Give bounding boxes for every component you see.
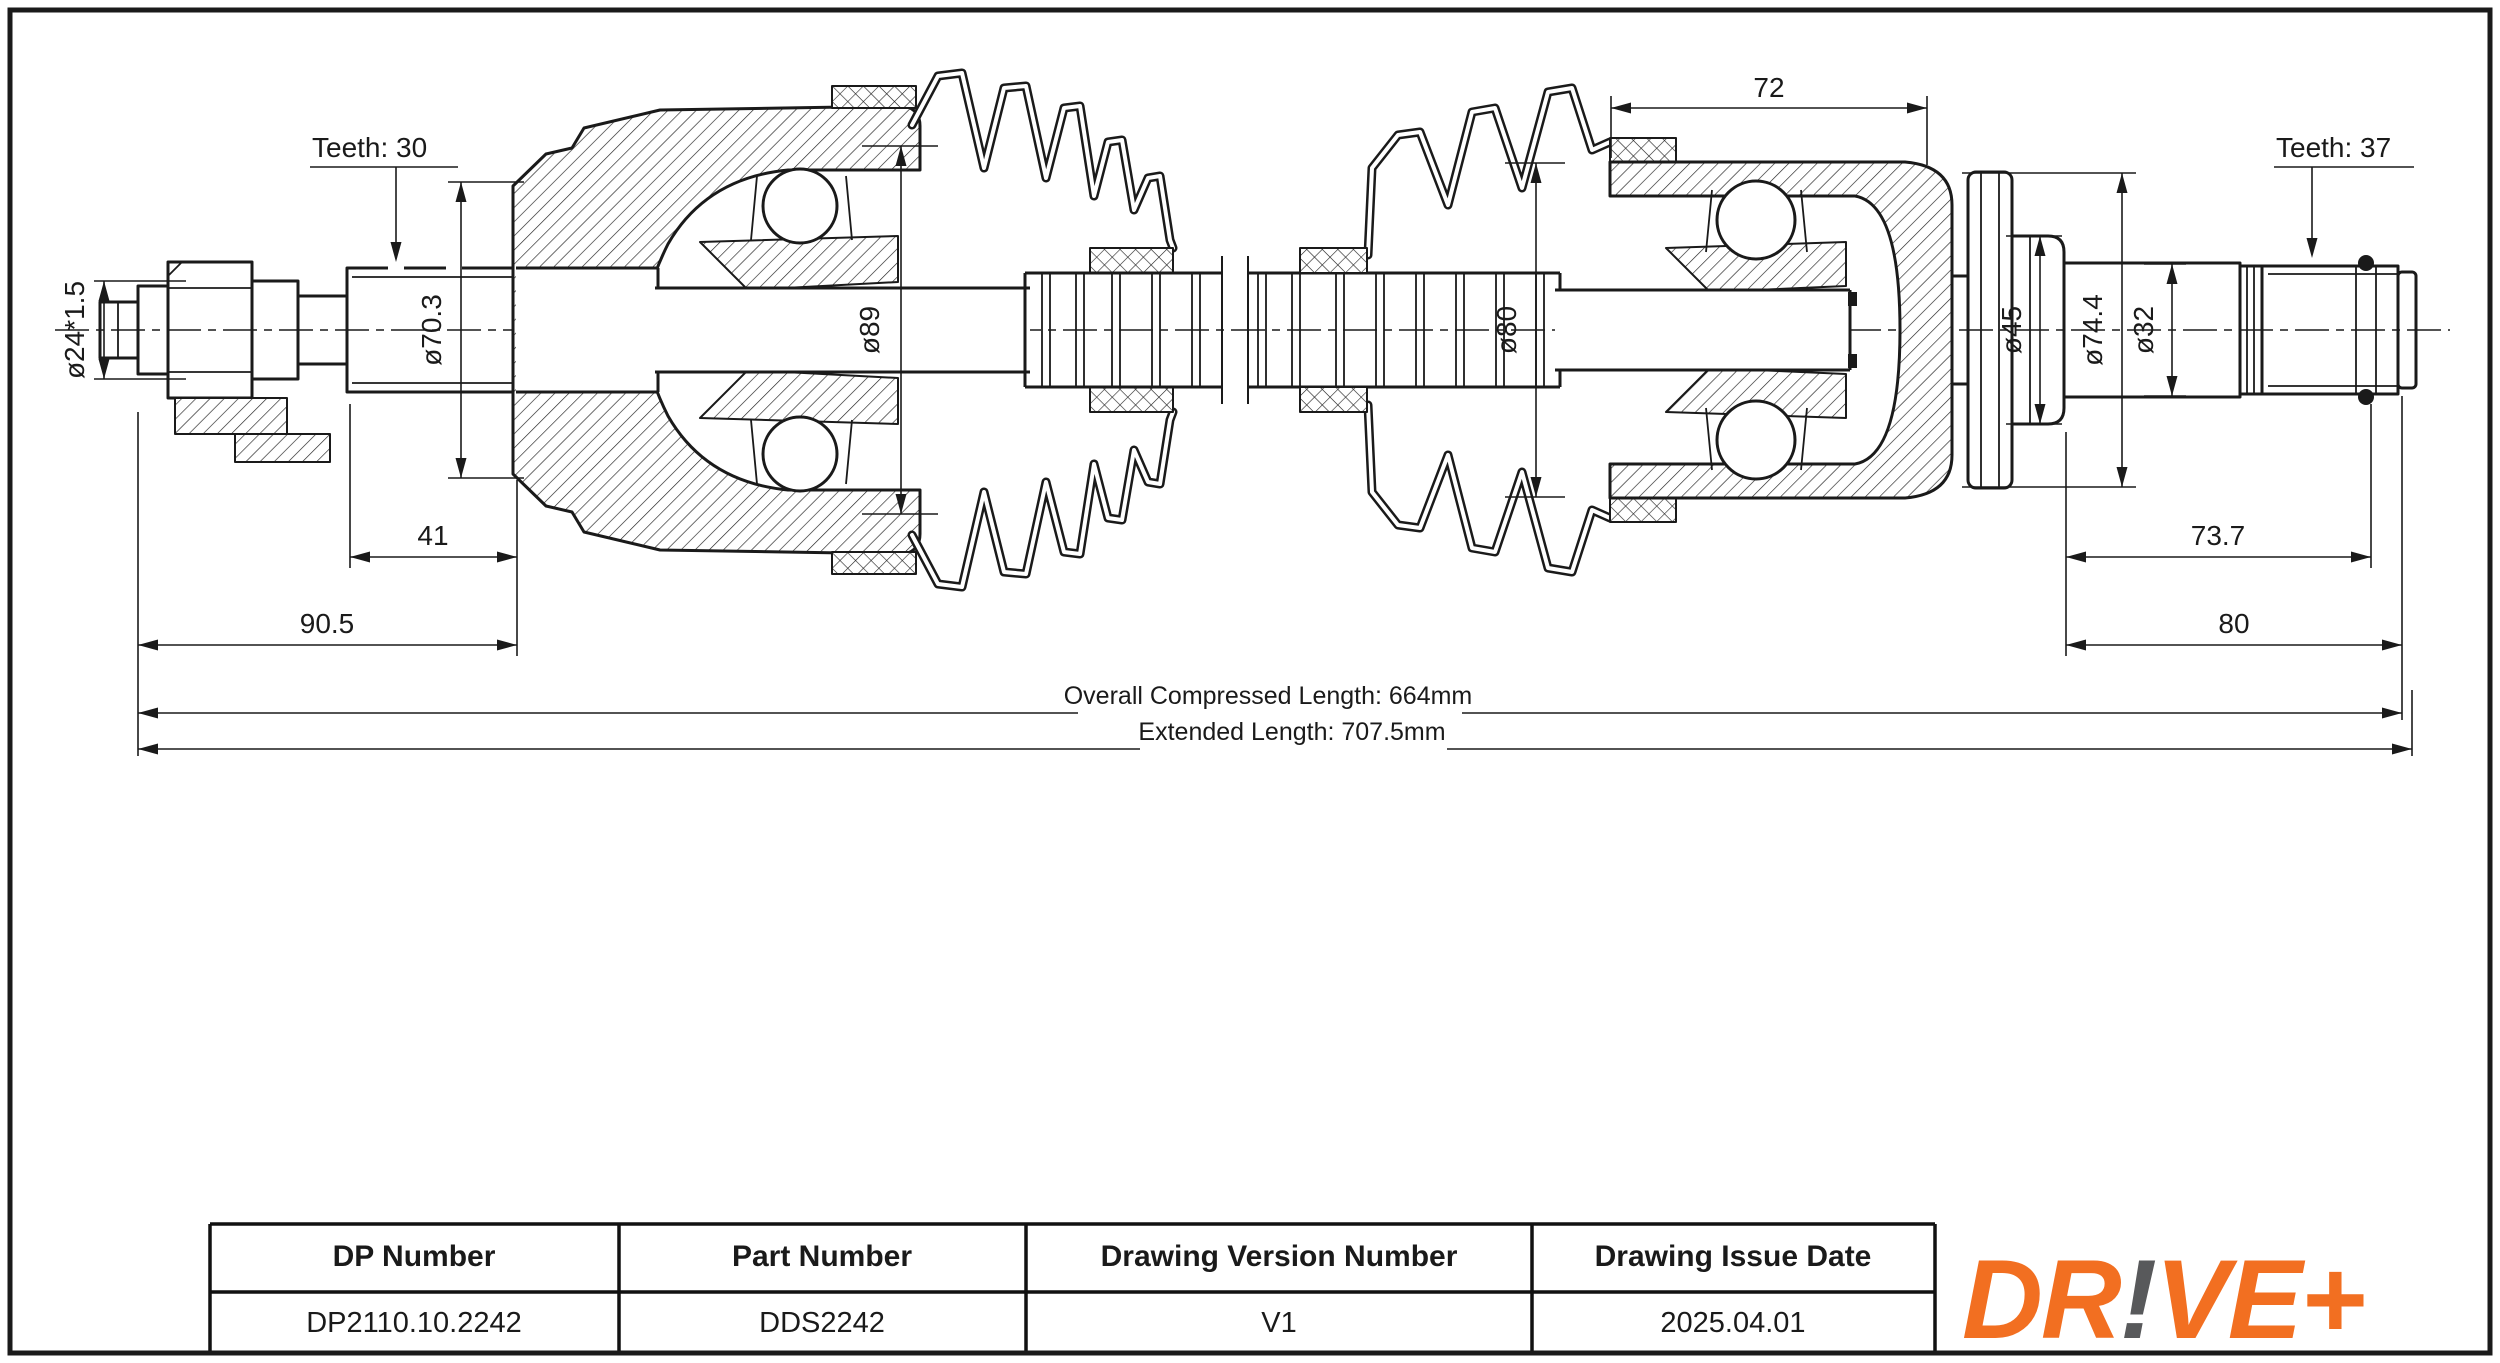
table-header-part-number: Part Number bbox=[732, 1240, 912, 1273]
boot-clamp-left-small-bottom bbox=[1089, 386, 1174, 413]
label-teeth-30: Teeth: 30 bbox=[310, 132, 458, 262]
dim-label: ø24*1.5 bbox=[59, 281, 90, 379]
sheet-border bbox=[7, 7, 2493, 1356]
dim-label: 73.7 bbox=[2191, 520, 2246, 551]
dim-dia-89: ø89 bbox=[854, 145, 938, 515]
boot-clamp-right-small-bottom bbox=[1299, 386, 1368, 413]
dim-label: ø70.3 bbox=[416, 294, 447, 366]
bell-inner-race-top bbox=[699, 235, 899, 291]
dimensions: ø24*1.5 ø70.3 ø89 ø80 ø45 bbox=[59, 72, 2414, 756]
axle-drawing bbox=[55, 68, 2450, 592]
dim-label: ø32 bbox=[2128, 306, 2159, 354]
boot-clamp-left-big-top bbox=[831, 85, 917, 109]
dim-dia-32: ø32 bbox=[2128, 263, 2186, 397]
bell-inner-race-bottom bbox=[699, 369, 899, 425]
dim-label: ø80 bbox=[1491, 306, 1522, 354]
dim-72: 72 bbox=[1610, 72, 1928, 165]
svg-text:DR!VE+: DR!VE+ bbox=[1962, 1237, 2364, 1362]
dim-extended: Extended Length: 707.5mm bbox=[138, 690, 2413, 756]
dim-80: 80 bbox=[2066, 396, 2403, 720]
dim-73-7: 73.7 bbox=[2065, 404, 2372, 656]
table-value-issue-date: 2025.04.01 bbox=[1660, 1307, 1805, 1339]
dim-dia-74-4: ø74.4 bbox=[1962, 172, 2136, 488]
break-symbol bbox=[1221, 256, 1249, 404]
bearing-ball-top bbox=[761, 167, 839, 245]
left-boot bbox=[907, 68, 1178, 592]
dim-label: ø74.4 bbox=[2077, 294, 2108, 366]
label-teeth-37: Teeth: 37 bbox=[2274, 132, 2414, 258]
dim-dia-80: ø80 bbox=[1491, 162, 1565, 498]
teeth-30-text: Teeth: 30 bbox=[312, 132, 427, 163]
dim-label: 72 bbox=[1753, 72, 1784, 103]
boot-clamp-left-big-bottom bbox=[831, 551, 917, 575]
bearing-ball-top bbox=[1715, 179, 1797, 261]
dim-label: Overall Compressed Length: 664mm bbox=[1064, 682, 1473, 710]
dim-label: 41 bbox=[417, 520, 448, 551]
dim-90-5: 90.5 bbox=[137, 412, 517, 756]
right-output-shaft bbox=[1950, 170, 2418, 490]
logo-part-bang: ! bbox=[2120, 1237, 2156, 1362]
outer-cv-bell bbox=[511, 85, 1030, 575]
right-boot bbox=[1299, 83, 1677, 577]
table-value-dp-number: DP2110.10.2242 bbox=[306, 1307, 522, 1339]
table-value-drawing-version: V1 bbox=[1261, 1307, 1296, 1339]
table-header-dp-number: DP Number bbox=[333, 1240, 496, 1273]
dim-dia-24: ø24*1.5 bbox=[59, 280, 186, 380]
dim-label: ø89 bbox=[854, 306, 885, 354]
dim-label: 80 bbox=[2218, 608, 2249, 639]
boot-clamp-left-small-top bbox=[1089, 247, 1174, 274]
snap-ring-top bbox=[2358, 255, 2374, 271]
teeth-37-text: Teeth: 37 bbox=[2276, 132, 2391, 163]
inner-cv-housing bbox=[1555, 160, 1954, 500]
logo-part-dr: DR bbox=[1962, 1237, 2122, 1362]
dim-label: 90.5 bbox=[300, 608, 355, 639]
bearing-ball-bottom bbox=[761, 415, 839, 493]
dim-label: Extended Length: 707.5mm bbox=[1138, 718, 1445, 746]
boot-clamp-right-big-top bbox=[1609, 137, 1677, 163]
table-header-issue-date: Drawing Issue Date bbox=[1595, 1240, 1872, 1273]
snap-ring-bottom bbox=[2358, 389, 2374, 405]
logo-part-ve-plus: VE+ bbox=[2155, 1237, 2364, 1362]
dim-overall-compressed: Overall Compressed Length: 664mm bbox=[138, 682, 2402, 719]
boot-clamp-right-small-top bbox=[1299, 247, 1368, 274]
boot-clamp-right-big-bottom bbox=[1609, 497, 1677, 523]
dim-41: 41 bbox=[349, 404, 518, 656]
interconnecting-shaft bbox=[1023, 256, 1562, 404]
table-value-part-number: DDS2242 bbox=[759, 1307, 885, 1339]
brand-logo: DR!VE+ bbox=[1962, 1237, 2366, 1362]
table-header-drawing-version: Drawing Version Number bbox=[1101, 1240, 1458, 1273]
title-block: DP Number Part Number Drawing Version Nu… bbox=[208, 1222, 1937, 1353]
dim-dia-45: ø45 bbox=[1996, 235, 2062, 425]
dim-label: ø45 bbox=[1996, 306, 2027, 354]
dim-dia-70-3: ø70.3 bbox=[416, 181, 524, 479]
left-stub-shaft bbox=[98, 260, 349, 463]
bearing-ball-bottom bbox=[1715, 399, 1797, 481]
